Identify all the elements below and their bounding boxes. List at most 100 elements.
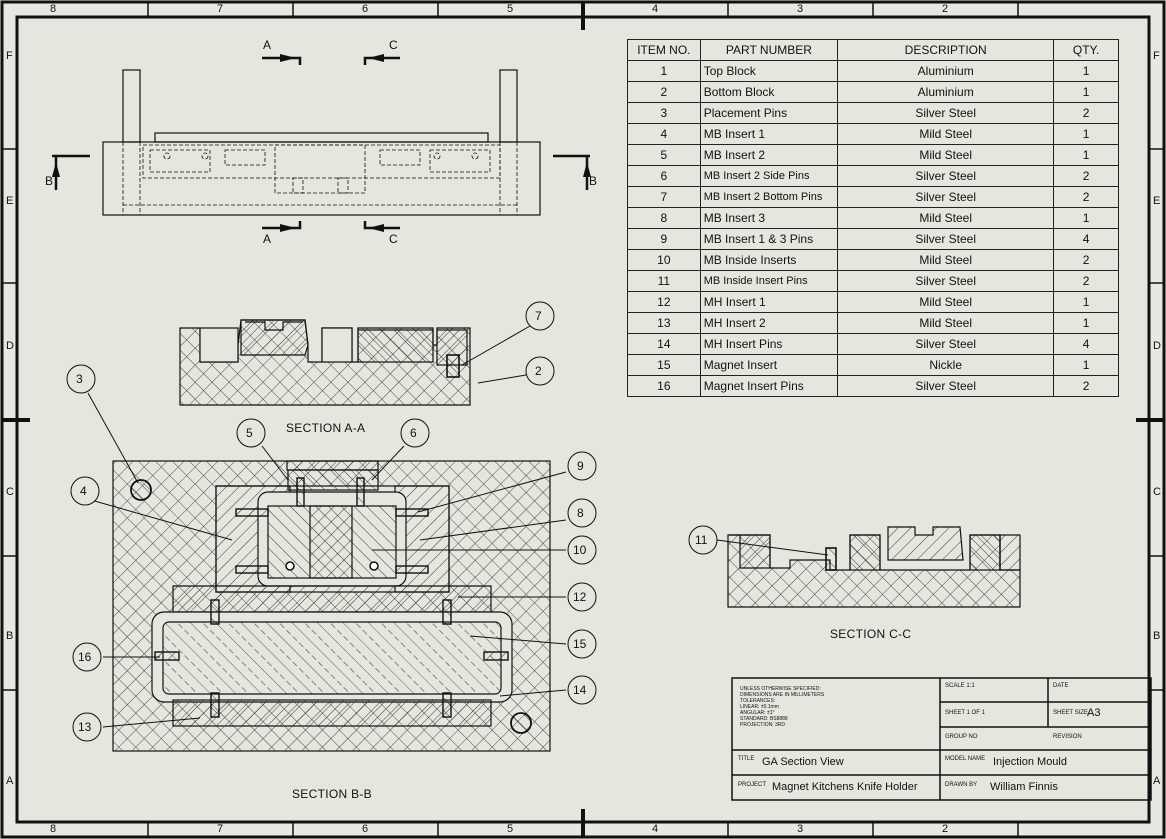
zone-col-3-bottom: 3 <box>797 823 804 835</box>
zone-row-d-left: D <box>6 340 14 352</box>
note-line: STANDARD: BS8888 <box>740 716 788 722</box>
zone-row-b-right: B <box>1153 630 1161 642</box>
balloon-10: 10 <box>573 543 587 557</box>
zone-col-4-bottom: 4 <box>652 823 659 835</box>
balloon-4: 4 <box>80 484 87 498</box>
bom-item-number: 15 <box>627 354 701 376</box>
bom-quantity: 2 <box>1053 375 1119 397</box>
cut-label-a-bottom: A <box>263 232 272 246</box>
note-line: PROJECTION: 3RD <box>740 722 786 728</box>
balloon-6: 6 <box>410 426 417 440</box>
revision-label: REVISION <box>1053 734 1082 740</box>
zone-row-c-right: C <box>1153 486 1161 498</box>
title-block-notes: UNLESS OTHERWISE SPECIFIED: DIMENSIONS A… <box>740 686 935 728</box>
cut-label-b-left: B <box>45 174 54 188</box>
zone-row-d-right: D <box>1153 340 1161 352</box>
bom-part-number: Magnet Insert Pins <box>699 375 839 397</box>
note-line: UNLESS OTHERWISE SPECIFIED: <box>740 686 821 692</box>
section-cc-label: SECTION C-C <box>830 627 912 641</box>
zone-col-6-bottom: 6 <box>362 823 369 835</box>
bom-description: Silver Steel <box>837 375 1055 397</box>
sheet-label: SHEET 1 OF 1 <box>945 710 985 716</box>
zone-row-e-right: E <box>1153 195 1161 207</box>
sheet-size-value: A3 <box>1087 707 1101 719</box>
note-line: TOLERANCES: <box>740 698 776 704</box>
bom-part-number: MH Insert 2 <box>699 312 839 334</box>
cut-label-c-bottom: C <box>389 232 398 246</box>
bom-description: Mild Steel <box>837 249 1055 271</box>
bom-description: Silver Steel <box>837 186 1055 208</box>
zone-col-4-top: 4 <box>652 3 659 15</box>
zone-row-a-right: A <box>1153 775 1161 787</box>
zone-col-8-bottom: 8 <box>50 823 57 835</box>
project-value: Magnet Kitchens Knife Holder <box>772 781 918 793</box>
balloon-2: 2 <box>535 364 542 378</box>
note-line: DIMENSIONS ARE IN MILLIMETERS <box>740 692 825 698</box>
bom-item-number: 10 <box>627 249 701 271</box>
cut-label-c-top: C <box>389 38 398 52</box>
date-label: DATE <box>1053 683 1069 689</box>
zone-col-8-top: 8 <box>50 3 57 15</box>
bom-header-part: PART NUMBER <box>699 39 839 61</box>
balloon-circles <box>66 301 718 742</box>
bom-description: Silver Steel <box>837 333 1055 355</box>
drawn-by-value: William Finnis <box>990 781 1058 793</box>
top-view <box>102 69 541 216</box>
zone-row-c-left: C <box>6 486 14 498</box>
zone-row-e-left: E <box>6 195 14 207</box>
balloon-5: 5 <box>246 426 253 440</box>
balloon-11: 11 <box>695 533 708 547</box>
bom-item-number: 14 <box>627 333 701 355</box>
bom-item-number: 11 <box>627 270 701 292</box>
drawing-title: GA Section View <box>762 756 844 768</box>
title-label: TITLE <box>738 756 755 762</box>
zone-col-3-top: 3 <box>797 3 804 15</box>
cutting-planes <box>52 56 590 230</box>
model-name-label: MODEL NAME <box>945 756 986 762</box>
note-line: LINEAR: ±0.1mm <box>740 704 779 710</box>
balloon-13: 13 <box>78 720 92 734</box>
section-aa-view <box>179 319 471 406</box>
zone-col-6-top: 6 <box>362 3 369 15</box>
project-label: PROJECT <box>738 782 767 788</box>
section-bb-view <box>112 460 551 752</box>
bom-description: Mild Steel <box>837 123 1055 145</box>
zone-row-b-left: B <box>6 630 14 642</box>
bom-part-number: MB Insert 3 <box>699 207 839 229</box>
zone-row-a-left: A <box>6 775 14 787</box>
cut-label-b-right: B <box>589 174 598 188</box>
zone-col-2-bottom: 2 <box>942 823 949 835</box>
bom-quantity: 1 <box>1053 354 1119 376</box>
bom-item-number: 13 <box>627 312 701 334</box>
balloon-9: 9 <box>577 459 584 473</box>
bom-description: Aluminium <box>837 60 1055 82</box>
bom-part-number: MH Insert 1 <box>699 291 839 313</box>
zone-col-7-bottom: 7 <box>217 823 224 835</box>
balloon-14: 14 <box>573 683 587 697</box>
section-cc-view <box>727 526 1021 608</box>
balloon-15: 15 <box>573 637 587 651</box>
bom-header-row: ITEM NO. PART NUMBER DESCRIPTION QTY. <box>627 39 1119 61</box>
balloon-7: 7 <box>535 309 542 323</box>
zone-row-f-right: F <box>1153 50 1160 62</box>
zone-col-5-top: 5 <box>507 3 514 15</box>
bom-part-number: Bottom Block <box>699 81 839 103</box>
leader-lines <box>87 325 829 728</box>
section-aa-label: SECTION A-A <box>286 421 366 435</box>
bom-part-number: MH Insert Pins <box>699 333 839 355</box>
sheet-size-label: SHEET SIZE <box>1053 710 1088 716</box>
cutting-plane-arrows <box>52 54 591 232</box>
drawn-by-label: DRAWN BY <box>945 782 978 788</box>
